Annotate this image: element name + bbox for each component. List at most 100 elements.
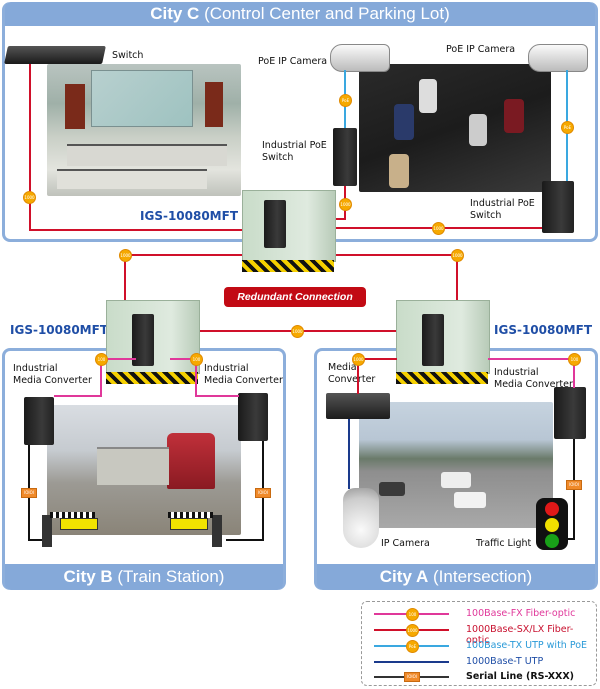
yellow-light-icon [545,518,559,532]
cabinet-body [242,190,336,262]
ring-fiber-right-vertical [456,254,458,302]
poe-badge: PoE [406,640,419,653]
igs-10080mft-center-cabinet [242,190,336,275]
serial-line-right-h [226,539,264,541]
legend-label: 1000Base-T UTP [466,656,544,667]
fiber-1000-switch-to-center [29,64,31,231]
fiber-1000-poe-switch-2 [300,227,542,229]
industrial-media-converter-city-a [554,387,586,439]
legend-label: 100Base-FX Fiber-optic [466,608,576,619]
legend-label: 100Base-TX UTP with PoE [466,640,588,651]
poe-badge: PoE [561,121,574,134]
fiber-100-badge: 100 [95,353,108,366]
fiber-1000-city-a [357,358,397,360]
industrial-media-converter-left [24,397,54,445]
car [379,482,405,496]
serial-badge: IOIOI [255,488,271,498]
igs-10080mft-center-label: IGS-10080MFT [140,209,239,223]
legend: 100 100Base-FX Fiber-optic 1000 1000Base… [361,601,597,686]
fiber-1000-badge: 1000 [432,222,445,235]
label-line: Industrial PoE [262,140,327,151]
cabinet-hazard-base [242,260,334,272]
city-b-name: City B [63,567,113,586]
video-wall [91,70,193,127]
fiber-100-badge: 100 [568,353,581,366]
desks [67,144,227,166]
cabinet-hazard-base [106,372,198,384]
car [454,492,486,508]
legend-item-1000base-t: 1000Base-T UTP [362,654,596,670]
desks-front [57,169,207,189]
traffic-light-label: Traffic Light [476,538,532,549]
gate-barrier-right [212,515,222,547]
serial-badge: IOIOI [404,672,420,682]
city-a-name: City A [379,567,429,586]
car [394,104,414,140]
gate-arm-left [50,512,95,518]
traffic-light [536,498,568,550]
serial-line-traffic-h [568,538,575,540]
city-c-title: City C (Control Center and Parking Lot) [5,2,595,26]
fiber-100-city-a-v [573,358,575,388]
industrial-media-converter-right [238,393,268,441]
switch-device [4,46,106,64]
fiber-1000-badge: 1000 [23,191,36,204]
legend-item-1000base-sx-lx: 1000 1000Base-SX/LX Fiber-optic [362,622,596,646]
fiber-1000-switch-to-center-h [29,229,267,231]
gate-arm-right [168,512,213,518]
fiber-100-right-h2 [195,395,239,397]
ip-camera-label: IP Camera [381,538,430,549]
label-line: Industrial [13,363,58,374]
media-converter-device [326,393,390,419]
city-a-title: City A (Intersection) [317,564,595,590]
car [419,79,437,113]
fiber-1000-badge: 1000 [339,198,352,211]
legend-label: Serial Line (RS-XXX) [466,671,575,682]
serial-badge: IOIOI [21,488,37,498]
label-line: Media Converter [494,379,573,390]
label-line: Media Converter [13,375,92,386]
industrial-switch-device [422,314,444,366]
label-line: Switch [470,210,502,221]
media-converter-label: Media Converter [328,362,375,386]
label-line: Media Converter [204,375,283,386]
industrial-switch-device [132,314,154,366]
poe-badge: PoE [339,94,352,107]
fiber-100-right [170,358,196,360]
fiber-1000-badge: 1000 [119,249,132,262]
fiber-100-badge: 100 [190,353,203,366]
legend-item-100base-fx: 100 100Base-FX Fiber-optic [362,606,596,622]
cabinet-hazard-base [396,372,488,384]
label-line: Industrial [494,367,539,378]
ip-camera-dome [343,488,379,548]
ring-fiber-left-vertical [124,254,126,302]
ring-fiber-top-left [124,254,242,256]
label-line: Converter [328,374,376,385]
red-light-icon [545,502,559,516]
serial-line-left-h [28,539,44,541]
city-c-name: City C [150,4,200,23]
parking-lot-photo [359,64,551,192]
legend-item-100base-tx-poe: PoE 100Base-TX UTP with PoE [362,638,596,654]
fiber-100-city-a [488,358,574,360]
car [504,99,524,133]
igs-10080mft-left-cabinet [106,300,200,388]
poe-ip-camera-1-label: PoE IP Camera [258,56,328,67]
train-cars [97,447,169,485]
city-a-subtitle: (Intersection) [433,567,533,586]
label-line: Switch [262,152,294,163]
car [469,114,487,146]
industrial-media-converter-city-a-label: Industrial Media Converter [494,367,573,391]
city-c-subtitle: (Control Center and Parking Lot) [204,4,450,23]
train [167,433,215,489]
fiber-1000-badge: 1000 [451,249,464,262]
industrial-switch-device [264,200,286,248]
city-b-title: City B (Train Station) [5,564,283,590]
serial-badge: IOIOI [566,480,582,490]
control-room-photo [47,64,241,196]
ring-fiber-top-right [333,254,457,256]
utp-1000-camera [348,419,350,489]
left-panel-display [65,84,85,129]
legend-line-1000base-t [374,661,449,663]
poe-ip-camera-2 [528,44,588,72]
